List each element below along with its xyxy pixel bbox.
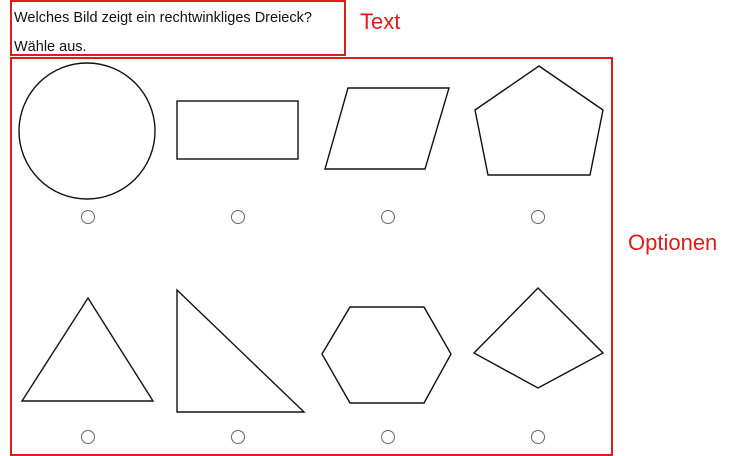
instruction-text: Wähle aus.	[14, 39, 87, 55]
option-rectangle-radio[interactable]	[231, 210, 245, 224]
parallelogram-shape	[324, 87, 450, 170]
option-circle-radio[interactable]	[81, 210, 95, 224]
rectangle-shape	[176, 100, 299, 160]
circle-shape	[18, 62, 156, 200]
hexagon-shape	[321, 306, 452, 404]
text-region-label: Text	[360, 9, 401, 34]
option-pentagon-radio[interactable]	[531, 210, 545, 224]
option-hexagon-radio[interactable]	[381, 430, 395, 444]
pentagon-shape	[474, 65, 604, 176]
options-region	[10, 57, 613, 456]
question-text: Welches Bild zeigt ein rechtwinkliges Dr…	[14, 10, 312, 26]
option-right-triangle-radio[interactable]	[231, 430, 245, 444]
right-triangle-shape	[176, 288, 306, 413]
option-triangle-radio[interactable]	[81, 430, 95, 444]
option-rhombus-radio[interactable]	[531, 430, 545, 444]
triangle-shape	[20, 296, 155, 402]
question-text-region: Welches Bild zeigt ein rechtwinkliges Dr…	[10, 0, 346, 56]
option-parallelogram-radio[interactable]	[381, 210, 395, 224]
options-region-label: Optionen	[628, 230, 718, 255]
rhombus-shape	[472, 287, 605, 389]
